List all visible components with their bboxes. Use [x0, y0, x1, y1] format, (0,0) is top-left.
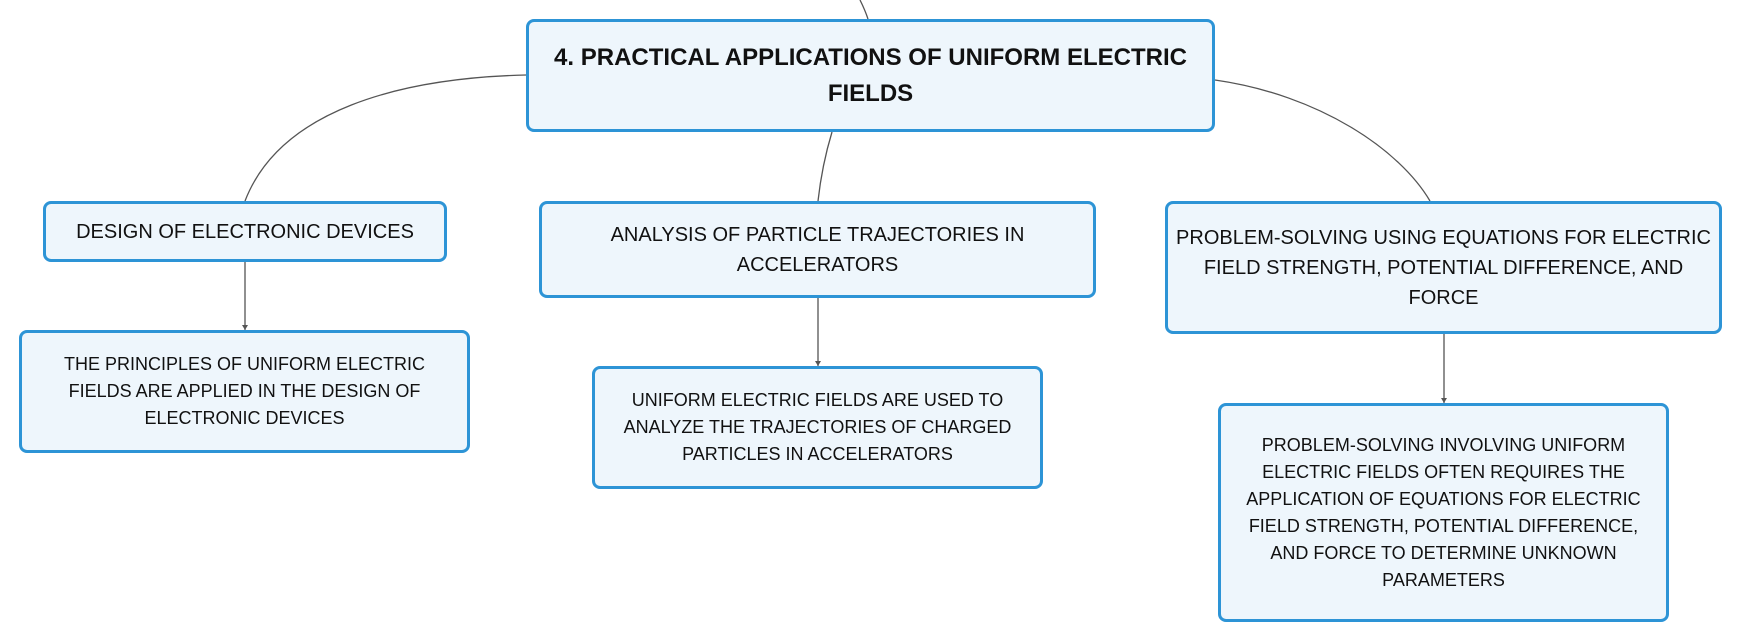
root-topic-label: 4. PRACTICAL APPLICATIONS OF UNIFORM ELE… [554, 43, 1187, 107]
connector-root-to-analysis [817, 131, 833, 202]
branch-node-design[interactable]: DESIGN OF ELECTRONIC DEVICES [43, 201, 447, 262]
detail-node-design[interactable]: THE PRINCIPLES OF UNIFORM ELECTRIC FIELD… [19, 330, 470, 453]
connector-to-parent [859, 0, 869, 20]
detail-node-analysis[interactable]: UNIFORM ELECTRIC FIELDS ARE USED TO ANAL… [592, 366, 1043, 489]
detail-node-problem-solving[interactable]: PROBLEM-SOLVING INVOLVING UNIFORM ELECTR… [1218, 403, 1669, 622]
root-topic-node[interactable]: 4. PRACTICAL APPLICATIONS OF UNIFORM ELE… [526, 19, 1215, 132]
arrowhead-problem-detail [1441, 398, 1447, 403]
branch-label-problem-solving: PROBLEM-SOLVING USING EQUATIONS FOR ELEC… [1176, 226, 1711, 309]
branch-label-analysis: ANALYSIS OF PARTICLE TRAJECTORIES IN ACC… [610, 223, 1025, 276]
detail-label-design: THE PRINCIPLES OF UNIFORM ELECTRIC FIELD… [63, 354, 426, 428]
branch-node-analysis[interactable]: ANALYSIS OF PARTICLE TRAJECTORIES IN ACC… [539, 201, 1096, 298]
branch-label-design: DESIGN OF ELECTRONIC DEVICES [76, 220, 414, 243]
connector-root-to-design [244, 74, 527, 202]
branch-node-problem-solving[interactable]: PROBLEM-SOLVING USING EQUATIONS FOR ELEC… [1165, 201, 1722, 334]
arrowhead-design-detail [242, 325, 248, 330]
connector-root-to-problem [1214, 79, 1431, 202]
arrowhead-analysis-detail [815, 361, 821, 366]
detail-label-analysis: UNIFORM ELECTRIC FIELDS ARE USED TO ANAL… [623, 390, 1012, 464]
detail-label-problem-solving: PROBLEM-SOLVING INVOLVING UNIFORM ELECTR… [1246, 434, 1641, 590]
